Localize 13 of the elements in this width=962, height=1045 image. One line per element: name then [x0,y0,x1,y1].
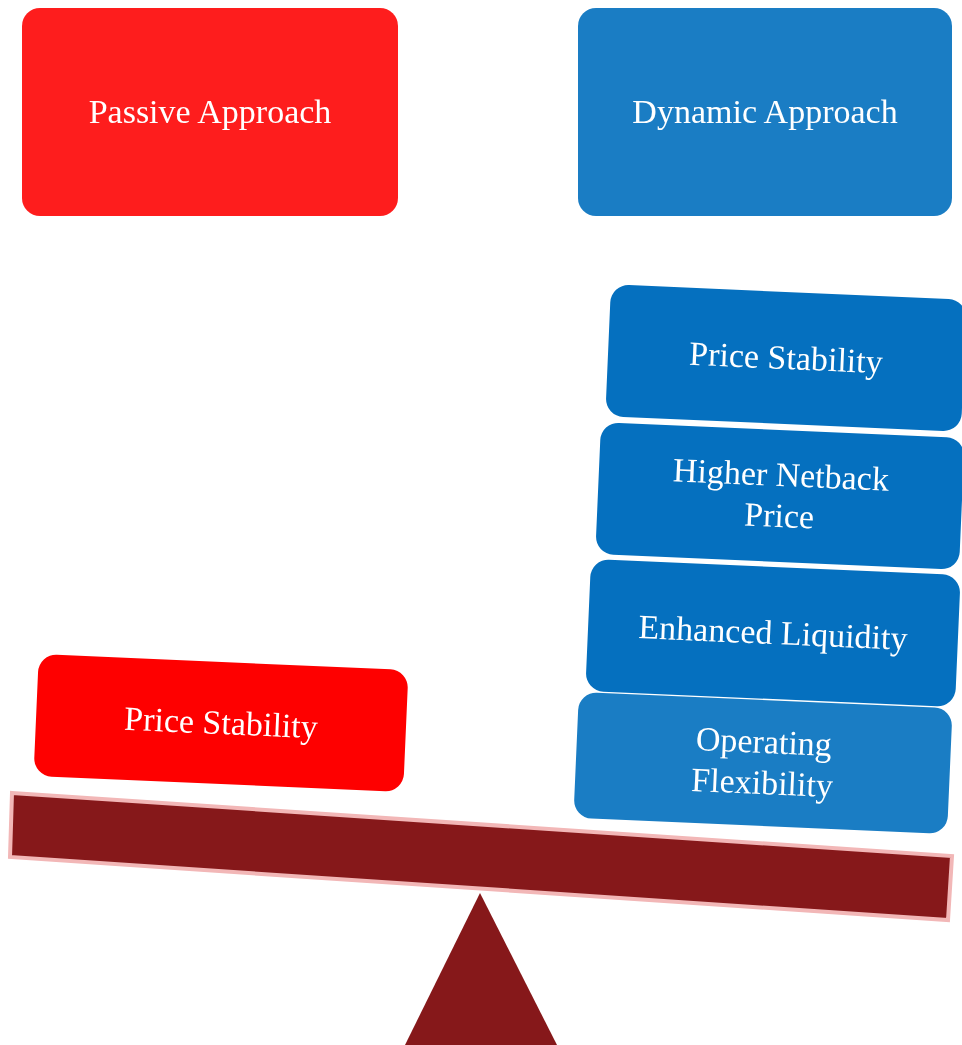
benefit-block [573,691,953,835]
box-label: Dynamic Approach [632,91,898,132]
box-label: Higher Netback Price [671,450,891,538]
box-label: Enhanced Liquidity [637,606,909,659]
benefit-block [585,559,961,707]
box-label: Operating Flexibility [689,719,835,807]
box-label: Passive Approach [88,91,332,132]
approach-box [578,8,952,216]
box-label: Price Stability [688,333,884,382]
box-label: Price Stability [123,698,319,747]
benefit-block [605,284,962,432]
benefit-block [595,422,962,570]
approach-box [22,8,398,216]
